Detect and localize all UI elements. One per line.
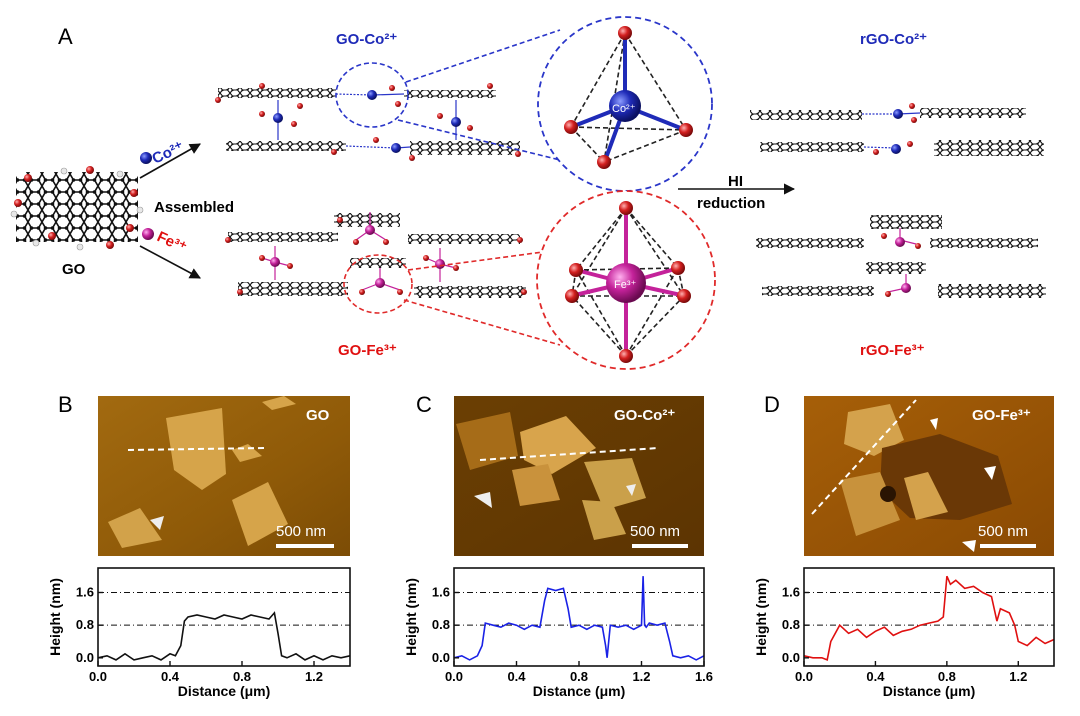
assembled-label: Assembled [154, 199, 234, 216]
y-tick-label: 0.8 [76, 617, 94, 632]
arrow-to-go-co [139, 143, 201, 179]
fe-ion-label: Fe³⁺ [154, 228, 189, 256]
go-molecule [10, 166, 144, 251]
go-fe-assembly [225, 212, 527, 298]
afm-label-go-fe: GO-Fe³⁺ [972, 407, 1031, 424]
fe-center-label: Fe³⁺ [614, 279, 637, 291]
y-tick-label: 0.0 [432, 650, 450, 665]
co-ion-label: Co²⁺ [150, 138, 187, 167]
panel-c-letter: C [416, 392, 432, 417]
reduction-hi: HI [728, 173, 743, 190]
x-tick-label: 0.8 [938, 669, 956, 684]
fe-zoom-small-circle [343, 254, 413, 314]
x-tick-label: 0.0 [89, 669, 107, 684]
x-tick-label: 0.4 [866, 669, 885, 684]
profile-line [803, 575, 1055, 661]
y-tick-label: 0.0 [76, 650, 94, 665]
scale-bar-go-fe: 500 nm [978, 523, 1028, 540]
go-co-label: GO-Co²⁺ [336, 31, 397, 48]
x-tick-label: 0.4 [507, 669, 526, 684]
co-zoom-small-circle [335, 62, 409, 128]
go-co-assembly [215, 83, 521, 161]
x-tick-label: 1.2 [632, 669, 650, 684]
y-axis-label: Height (nm) [753, 578, 769, 656]
co-tetrahedron: Co²⁺ [564, 26, 693, 169]
y-tick-label: 1.6 [76, 585, 94, 600]
scale-bar-go: 500 nm [276, 523, 326, 540]
afm-label-go: GO [306, 407, 330, 424]
x-tick-label: 0.8 [570, 669, 588, 684]
afm-image-go-fe: GO-Fe³⁺ 500 nm [804, 396, 1054, 556]
co-ion-sphere [140, 152, 152, 164]
x-tick-label: 0.8 [233, 669, 251, 684]
y-tick-label: 0.8 [782, 617, 800, 632]
scale-bar-go-co: 500 nm [630, 523, 680, 540]
x-axis-label: Distance (μm) [883, 683, 976, 699]
panel-a-letter: A [58, 24, 73, 49]
x-tick-label: 0.0 [795, 669, 813, 684]
rgo-co-assembly [750, 103, 1044, 156]
afm-label-go-co: GO-Co²⁺ [614, 407, 675, 424]
rgo-fe-assembly [756, 215, 1046, 298]
y-tick-label: 0.8 [432, 617, 450, 632]
profile-line [97, 611, 351, 661]
x-tick-label: 1.6 [695, 669, 713, 684]
go-fe-label: GO-Fe³⁺ [338, 342, 397, 359]
panel-d-letter: D [764, 392, 780, 417]
profile-line [453, 576, 705, 661]
panel-b: B GO 500 nm [58, 392, 350, 556]
rgo-co-label: rGO-Co²⁺ [860, 31, 927, 48]
x-tick-label: 1.2 [305, 669, 323, 684]
afm-image-go-co: GO-Co²⁺ 500 nm [454, 396, 704, 556]
panel-a: A GO Co²⁺ Assembled Fe³⁺ [10, 16, 1046, 370]
y-axis-label: Height (nm) [47, 578, 63, 656]
y-tick-label: 1.6 [782, 585, 800, 600]
panel-d: D GO-Fe³⁺ 500 nm [764, 392, 1054, 556]
x-axis-label: Distance (μm) [178, 683, 271, 699]
plot-frame [803, 567, 1055, 667]
co-center-label: Co²⁺ [612, 103, 636, 115]
plot-frame [453, 567, 705, 667]
x-tick-label: 1.2 [1009, 669, 1027, 684]
x-axis-label: Distance (μm) [533, 683, 626, 699]
reduction-word: reduction [697, 195, 765, 212]
y-tick-label: 1.6 [432, 585, 450, 600]
x-tick-label: 0.0 [445, 669, 463, 684]
afm-image-go: GO 500 nm [98, 396, 350, 556]
x-tick-label: 0.4 [161, 669, 180, 684]
fe-octahedron: Fe³⁺ [565, 201, 691, 363]
y-axis-label: Height (nm) [403, 578, 419, 656]
fe-ion-sphere [142, 228, 154, 240]
panel-c: C GO-Co²⁺ 500 nm [416, 392, 704, 556]
go-label: GO [62, 261, 86, 278]
panel-b-letter: B [58, 392, 73, 417]
arrow-to-go-fe [139, 245, 201, 279]
rgo-fe-label: rGO-Fe³⁺ [860, 342, 925, 359]
y-tick-label: 0.0 [782, 650, 800, 665]
plot-frame [97, 567, 351, 667]
